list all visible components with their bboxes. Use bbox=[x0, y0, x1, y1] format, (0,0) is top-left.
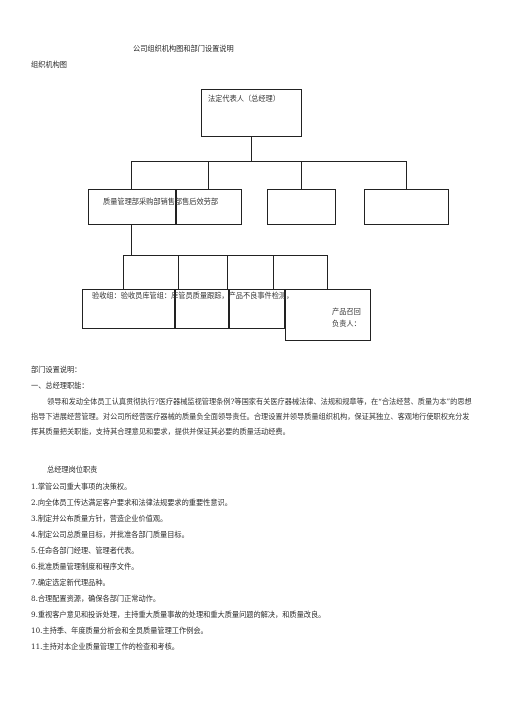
acceptance-group-box bbox=[82, 289, 175, 329]
connector bbox=[131, 161, 407, 162]
connector bbox=[131, 225, 132, 255]
gm-duties-title: 总经理岗位职责 bbox=[47, 465, 98, 474]
recall-box bbox=[285, 289, 371, 341]
gm-functions-title: 一、总经理职能： bbox=[31, 381, 89, 390]
duty-item: 11.主持对本企业质量管理工作的检查和考核。 bbox=[31, 642, 179, 651]
connector bbox=[273, 255, 274, 289]
connector bbox=[227, 255, 228, 289]
connector bbox=[208, 161, 209, 189]
duty-item: 3.制定并公布质量方针，营造企业价值观。 bbox=[31, 514, 168, 523]
org-chart-heading: 组织机构图 bbox=[31, 60, 67, 69]
document-title: 公司组织机构图和部门设置说明 bbox=[133, 44, 234, 53]
recall-label-line1: 产品召回 bbox=[332, 307, 361, 316]
sales-dept-box bbox=[176, 189, 242, 225]
connector bbox=[301, 161, 302, 189]
row2-department-labels: 质量管理部采购部销售部售后效劳部 bbox=[103, 197, 219, 206]
duty-item: 7.确定选定新代理品种。 bbox=[31, 578, 110, 587]
row3-group-labels: 验收组：验收员库管组：库管员质量跟踪，产品不良事件检测， bbox=[92, 291, 294, 300]
legal-rep-label: 法定代表人（总经理） bbox=[208, 94, 280, 103]
dept-box-3 bbox=[267, 189, 336, 225]
connector bbox=[251, 137, 252, 161]
duty-item: 9.重视客户意见和投诉处理，主持重大质量事故的处理和重大质量问题的解决，和质量改… bbox=[31, 610, 326, 619]
connector bbox=[123, 255, 328, 256]
quality-tracking-box bbox=[229, 289, 285, 329]
duty-item: 10.主持季、年度质量分析会和全员质量管理工作例会。 bbox=[31, 626, 208, 635]
section-title: 部门设置说明： bbox=[31, 365, 82, 374]
connector bbox=[406, 161, 407, 189]
recall-label-line2: 负责人： bbox=[332, 319, 361, 328]
legal-rep-box: 法定代表人（总经理） bbox=[201, 89, 302, 137]
quality-dept-box bbox=[88, 189, 176, 225]
duty-item: 6.批准质量管理制度和程序文件。 bbox=[31, 562, 139, 571]
storage-group-box bbox=[175, 289, 229, 329]
duty-item: 2.向全体员工传达满足客户要求和法律法规要求的重要性意识。 bbox=[31, 498, 232, 507]
connector bbox=[131, 161, 132, 189]
connector bbox=[327, 255, 328, 289]
duty-item: 5.任命各部门经理、管理者代表。 bbox=[31, 546, 139, 555]
duty-item: 1.掌管公司重大事项的决策权。 bbox=[31, 482, 132, 491]
duty-item: 4.制定公司总质量目标，并批准各部门质量目标。 bbox=[31, 530, 189, 539]
connector bbox=[178, 255, 179, 289]
connector bbox=[123, 255, 124, 289]
dept-box-4 bbox=[364, 189, 449, 225]
gm-functions-paragraph: 领导和发动全体员工认真贯彻执行?医疗器械监视管理条例?等国家有关医疗器械法律、法… bbox=[31, 397, 472, 436]
duty-item: 8.合理配置资源，确保各部门正常动作。 bbox=[31, 594, 161, 603]
